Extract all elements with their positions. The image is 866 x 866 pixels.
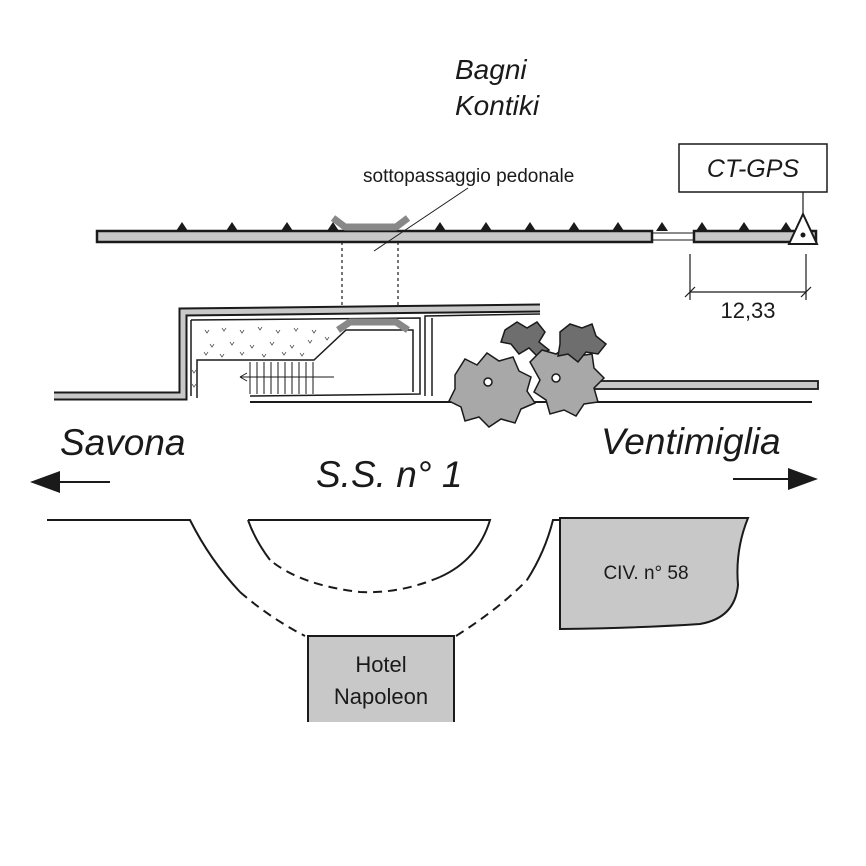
underpass-structure xyxy=(54,303,812,403)
station-label: CT-GPS xyxy=(707,155,799,183)
road-label: S.S. n° 1 xyxy=(316,454,462,495)
west-city-label: Savona xyxy=(60,422,186,463)
hotel-driveway xyxy=(47,519,560,637)
hotel-label-line1: Hotel xyxy=(355,652,406,677)
underpass-exit-top xyxy=(330,215,411,231)
building-civ-58: CIV. n° 58 xyxy=(559,517,750,631)
beach-label-line2: Kontiki xyxy=(455,90,540,121)
underpass-leader-line xyxy=(373,187,469,252)
hotel-label-line2: Napoleon xyxy=(334,684,428,709)
distance-dimension xyxy=(684,254,812,300)
distance-value: 12,33 xyxy=(720,298,775,323)
east-city-label: Ventimiglia xyxy=(601,421,781,462)
hotel-napoleon: Hotel Napoleon xyxy=(307,635,455,722)
bush-icon xyxy=(447,321,608,428)
planted-area xyxy=(191,326,330,388)
beach-label-line1: Bagni xyxy=(455,54,527,85)
arrow-right-icon xyxy=(733,468,818,490)
underpass-label: sottopassaggio pedonale xyxy=(363,166,574,187)
railway-teeth xyxy=(176,222,792,231)
railway-band xyxy=(95,222,818,244)
station-label-box xyxy=(678,143,828,193)
east-sidewalk xyxy=(589,380,819,390)
ct-gps-station: CT-GPS xyxy=(678,143,828,245)
stairs xyxy=(249,362,314,394)
building-label: CIV. n° 58 xyxy=(603,563,688,584)
triangle-dot-icon xyxy=(787,211,819,245)
arrow-left-icon xyxy=(30,471,110,493)
stair-direction-arrow-icon xyxy=(239,372,334,382)
underpass-corridor xyxy=(341,242,399,308)
